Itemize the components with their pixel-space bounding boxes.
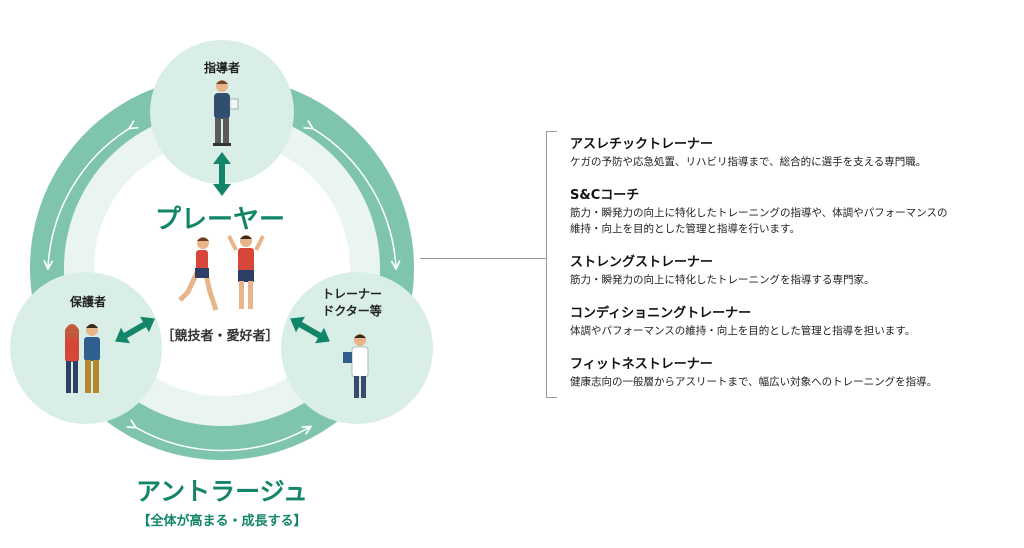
trainer-desc: ケガの予防や応急処置、リハビリ指導まで、総合的に選手を支える専門職。 xyxy=(570,156,927,168)
trainer-desc: 維持・向上を目的とした管理と指導を行います。 xyxy=(570,223,800,235)
entourage-title: アントラージュ xyxy=(136,477,308,506)
trainer-desc: 体調やパフォーマンスの維持・向上を目的とした管理と指導を担います。 xyxy=(570,325,916,337)
ring-arrow-left xyxy=(48,128,130,268)
coach-figure-icon xyxy=(213,80,239,146)
trainer-item-conditioning: コンディショニングトレーナー 体調やパフォーマンスの維持・向上を目的とした管理と… xyxy=(570,305,1015,339)
ring-arrow-bottom xyxy=(135,427,310,452)
doctor-figure-icon xyxy=(343,334,369,398)
guardian-figures-icon xyxy=(65,324,100,393)
trainer-name: ストレングストレーナー xyxy=(570,255,714,270)
player-title: プレーヤー xyxy=(155,205,285,235)
trainer-list: アスレチックトレーナー ケガの予防や応急処置、リハビリ指導まで、総合的に選手を支… xyxy=(570,136,1015,407)
guardian-label: 保護者 xyxy=(69,294,106,309)
trainer-name: S&Cコーチ xyxy=(570,188,640,203)
entourage-subtitle: 【全体が高まる・成長する】 xyxy=(137,513,306,529)
entourage-diagram: 指導者 保護者 トレーナー ドクター等 プレーヤー xyxy=(10,40,433,529)
trainer-item-strength: ストレングストレーナー 筋力・瞬発力の向上に特化したトレーニングを指導する専門家… xyxy=(570,254,1015,288)
trainer-label-line1: トレーナー xyxy=(322,287,382,301)
female-runner-icon xyxy=(178,237,219,311)
trainer-name: コンディショニングトレーナー xyxy=(570,306,752,321)
arrow-trainer-player-icon xyxy=(290,316,330,344)
trainer-item-snc: S&Cコーチ 筋力・瞬発力の向上に特化したトレーニングの指導や、体調やパフォーマ… xyxy=(570,187,1015,237)
list-bracket xyxy=(546,131,557,398)
connector-line xyxy=(420,258,546,259)
trainer-desc: 筋力・瞬発力の向上に特化したトレーニングの指導や、体調やパフォーマンスの xyxy=(570,207,948,219)
ring-arrow-right xyxy=(312,128,396,268)
trainer-item-athletic: アスレチックトレーナー ケガの予防や応急処置、リハビリ指導まで、総合的に選手を支… xyxy=(570,136,1015,170)
trainer-desc: 筋力・瞬発力の向上に特化したトレーニングを指導する専門家。 xyxy=(570,274,875,286)
trainer-name: アスレチックトレーナー xyxy=(570,137,714,152)
arrow-guardian-player-icon xyxy=(115,316,155,344)
arrow-coach-player-icon xyxy=(213,152,231,196)
trainer-item-fitness: フィットネストレーナー 健康志向の一般層からアスリートまで、幅広い対象へのトレー… xyxy=(570,356,1015,390)
trainer-desc: 健康志向の一般層からアスリートまで、幅広い対象へのトレーニングを指導。 xyxy=(570,376,938,388)
coach-label: 指導者 xyxy=(204,60,240,75)
trainer-label-line2: ドクター等 xyxy=(322,303,382,318)
trainer-name: フィットネストレーナー xyxy=(570,357,713,372)
male-runner-icon xyxy=(227,235,265,309)
player-subtitle: ［競技者・愛好者］ xyxy=(161,328,278,344)
